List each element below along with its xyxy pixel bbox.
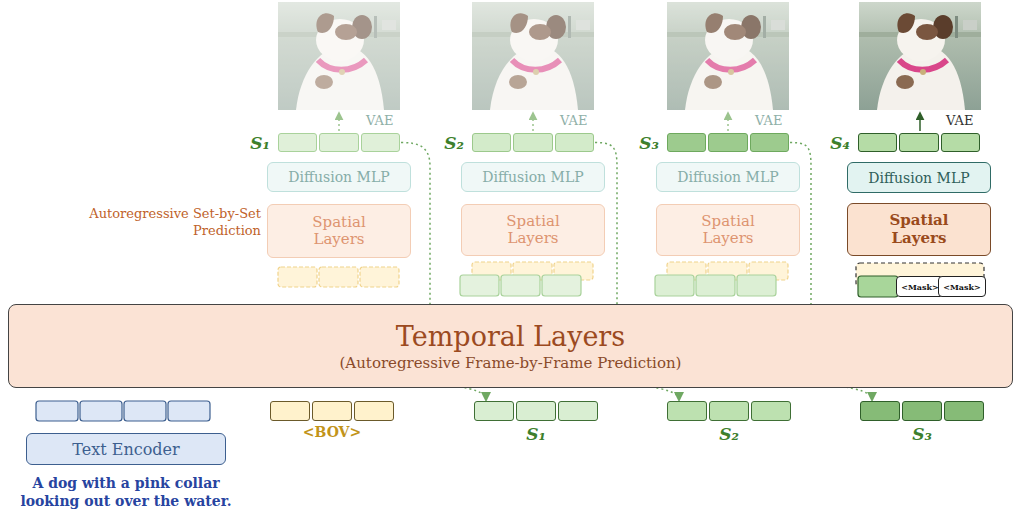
- frame-image: [667, 2, 789, 110]
- row-label: S₁: [526, 424, 546, 444]
- row-label: S₁: [250, 133, 270, 153]
- token: [941, 133, 980, 152]
- query-token: [278, 267, 317, 287]
- frame-image: [859, 2, 981, 110]
- stage-annotation: Autoregressive Set-by-Set Prediction: [85, 206, 261, 240]
- context-token: [696, 275, 735, 296]
- token: [667, 401, 707, 421]
- row-label: S₄: [830, 133, 850, 153]
- text-encoder-box: Text Encoder: [26, 433, 226, 465]
- vae-arrow: [919, 113, 921, 131]
- token: [516, 401, 556, 421]
- token: [558, 401, 598, 421]
- token: [860, 401, 900, 421]
- box-title: Diffusion MLP: [288, 169, 389, 185]
- text-token: [80, 401, 122, 421]
- diffusion-mlp-box: Diffusion MLP: [267, 162, 411, 192]
- output-token-row: S₃: [667, 133, 789, 152]
- token: [708, 133, 747, 152]
- mask-token: <Mask>: [896, 276, 944, 297]
- vae-label: VAE: [366, 113, 393, 128]
- input-token-row: S₁: [474, 401, 598, 421]
- context-token: [858, 276, 898, 297]
- frame-image: [472, 2, 594, 110]
- vae-arrow: [727, 113, 729, 131]
- row-label: S₂: [719, 424, 739, 444]
- query-token: [360, 267, 399, 287]
- token: [858, 133, 897, 152]
- diffusion-mlp-box: Diffusion MLP: [461, 162, 605, 192]
- box-title: Diffusion MLP: [677, 169, 778, 185]
- spatial-layers-box: Spatial Layers: [847, 203, 991, 256]
- output-token-row: S₁: [278, 133, 400, 152]
- box-title: Diffusion MLP: [482, 169, 583, 185]
- box-title: Diffusion MLP: [868, 170, 969, 186]
- context-token: [737, 275, 776, 296]
- input-token-row: S₂: [667, 401, 791, 421]
- bov-token-row: <BOV>: [270, 401, 394, 421]
- text-token: [124, 401, 166, 421]
- box-title: Text Encoder: [72, 440, 179, 459]
- context-token: [501, 275, 540, 296]
- token: [902, 401, 942, 421]
- box-title: Spatial Layers: [683, 213, 773, 248]
- token: [474, 401, 514, 421]
- vae-arrows: [339, 113, 920, 131]
- box-title: Spatial Layers: [874, 212, 964, 247]
- vae-label: VAE: [560, 113, 587, 128]
- vae-arrow: [338, 113, 340, 131]
- box-subtitle: (Autoregressive Frame-by-Frame Predictio…: [340, 354, 682, 372]
- token: [270, 401, 310, 421]
- text-token: [168, 401, 210, 421]
- context-token: [542, 275, 581, 296]
- mask-token: <Mask>: [938, 276, 986, 297]
- token: [278, 133, 317, 152]
- box-title: Spatial Layers: [488, 213, 578, 248]
- token: [319, 133, 358, 152]
- context-token: [655, 275, 694, 296]
- token: [709, 401, 749, 421]
- spatial-input-tokens: [278, 262, 984, 297]
- token: [750, 133, 789, 152]
- token: [312, 401, 352, 421]
- query-token: [319, 267, 358, 287]
- box-title: <Mask>: [901, 282, 939, 292]
- row-label: S₂: [444, 133, 464, 153]
- vae-label: VAE: [755, 113, 782, 128]
- output-token-row: S₄: [858, 133, 980, 152]
- frame-image: [278, 2, 400, 110]
- token: [361, 133, 400, 152]
- token: [944, 401, 984, 421]
- spatial-layers-box: Spatial Layers: [267, 204, 411, 258]
- spatial-layers-box: Spatial Layers: [461, 204, 605, 256]
- box-title: Spatial Layers: [294, 214, 384, 249]
- temporal-layers-band: Temporal Layers (Autoregressive Frame-by-…: [8, 304, 1013, 388]
- token: [354, 401, 394, 421]
- context-token: [460, 275, 499, 296]
- vae-label: VAE: [946, 113, 973, 128]
- diffusion-mlp-box: Diffusion MLP: [656, 162, 800, 192]
- row-label: S₃: [639, 133, 659, 153]
- token: [751, 401, 791, 421]
- prompt-text: A dog with a pink collar looking out ove…: [4, 474, 248, 510]
- row-label: S₃: [912, 424, 932, 444]
- token: [472, 133, 511, 152]
- box-title: <Mask>: [943, 282, 981, 292]
- text-tokens: [36, 401, 210, 421]
- token: [899, 133, 938, 152]
- frame-images: [278, 2, 981, 110]
- vae-arrow: [532, 113, 534, 131]
- box-title: Temporal Layers: [396, 321, 625, 352]
- text-token: [36, 401, 78, 421]
- token: [667, 133, 706, 152]
- input-token-row: S₃: [860, 401, 984, 421]
- token: [555, 133, 594, 152]
- output-token-row: S₂: [472, 133, 594, 152]
- spatial-layers-box: Spatial Layers: [656, 204, 800, 256]
- token: [513, 133, 552, 152]
- diffusion-mlp-box: Diffusion MLP: [847, 162, 991, 193]
- row-label: <BOV>: [303, 424, 361, 440]
